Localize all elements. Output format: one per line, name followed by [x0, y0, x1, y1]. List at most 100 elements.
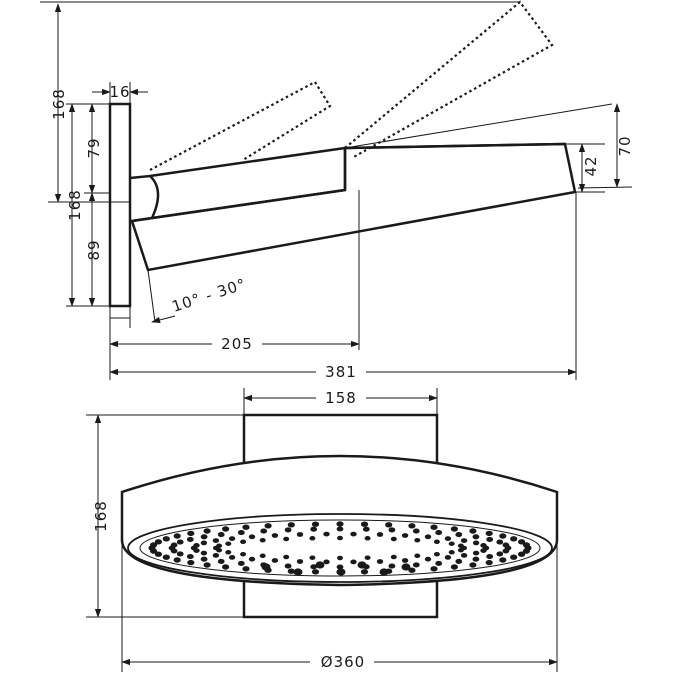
- nozzle: [360, 569, 369, 575]
- nozzle: [376, 532, 384, 537]
- nozzle: [187, 530, 195, 537]
- nozzle: [522, 542, 531, 548]
- nozzle: [337, 535, 343, 541]
- dim-upper-height: 79: [85, 137, 103, 158]
- center-jet: [357, 561, 367, 569]
- center-jet: [336, 568, 346, 576]
- nozzle: [480, 548, 487, 553]
- nozzle: [287, 522, 295, 528]
- dim-arm-reach: 205: [221, 335, 253, 353]
- dim-head-total: 70: [616, 135, 634, 156]
- nozzle: [225, 550, 232, 555]
- nozzle: [240, 539, 247, 545]
- nozzle: [173, 533, 181, 539]
- dim-head-diameter: Ø360: [321, 653, 365, 671]
- nozzle: [284, 563, 292, 569]
- dim-wall-plate-thickness: 16: [109, 83, 130, 101]
- nozzle: [311, 521, 320, 527]
- nozzle: [336, 564, 344, 570]
- nozzle: [259, 537, 266, 543]
- front-view: 158 168 Ø360: [86, 388, 559, 672]
- nozzle: [216, 543, 223, 549]
- dim-total-depth: 381: [325, 363, 357, 381]
- nozzle: [444, 536, 452, 541]
- nozzle: [496, 539, 504, 545]
- nozzle: [228, 555, 236, 560]
- nozzle: [460, 553, 468, 558]
- nozzle: [472, 550, 480, 556]
- nozzle: [435, 560, 443, 566]
- nozzle: [448, 550, 455, 555]
- nozzle: [362, 526, 370, 532]
- nozzle: [203, 562, 211, 568]
- nozzle: [486, 554, 494, 560]
- nozzle: [510, 554, 518, 560]
- nozzle: [455, 532, 463, 538]
- nozzle: [350, 559, 357, 565]
- center-jet: [379, 568, 389, 576]
- nozzle: [469, 562, 477, 568]
- nozzle: [385, 522, 393, 528]
- nozzle: [455, 558, 463, 564]
- nozzle: [408, 523, 416, 529]
- nozzle: [242, 524, 250, 530]
- nozzle: [460, 538, 468, 543]
- nozzle: [309, 555, 316, 560]
- nozzle: [412, 528, 420, 534]
- nozzle: [424, 534, 432, 540]
- nozzle: [162, 536, 170, 542]
- nozzle: [496, 551, 504, 557]
- nozzle: [433, 539, 440, 545]
- dim-head-height: 168: [92, 500, 110, 532]
- nozzle: [510, 536, 518, 542]
- nozzle: [187, 559, 195, 566]
- nozzle: [433, 551, 440, 557]
- nozzle: [485, 559, 493, 566]
- nozzle: [176, 551, 184, 557]
- nozzle: [444, 555, 452, 560]
- nozzle: [408, 567, 416, 573]
- nozzle: [222, 526, 230, 532]
- nozzle: [240, 551, 247, 557]
- nozzle: [323, 559, 330, 565]
- nozzle: [448, 541, 455, 546]
- nozzle: [388, 563, 396, 569]
- nozzle: [457, 543, 464, 549]
- nozzle: [186, 554, 194, 560]
- dim-total-height: 168: [50, 88, 68, 120]
- shower-arm: [129, 142, 577, 272]
- nozzle: [162, 554, 170, 560]
- shower-head-side: [130, 142, 577, 272]
- nozzle: [271, 533, 279, 538]
- nozzle: [200, 534, 208, 540]
- nozzle: [502, 548, 510, 554]
- nozzle: [499, 557, 507, 563]
- nozzle: [472, 534, 480, 540]
- nozzle: [364, 536, 371, 541]
- nozzle: [287, 568, 295, 574]
- nozzle: [264, 523, 272, 529]
- tilt-position-dotted: [149, 0, 554, 171]
- nozzle: [336, 521, 344, 527]
- nozzle: [401, 533, 409, 538]
- nozzle: [430, 566, 438, 572]
- nozzle: [170, 542, 178, 548]
- dim-tilt-angle: 10° - 30°: [170, 275, 249, 316]
- nozzle: [435, 530, 443, 536]
- nozzle: [424, 556, 432, 562]
- nozzle: [360, 521, 369, 527]
- nozzle: [450, 526, 458, 532]
- center-jet: [293, 568, 303, 576]
- nozzle: [414, 537, 421, 543]
- nozzle: [311, 569, 320, 575]
- side-view: 168 16 168 79 89 10° - 30° 205: [40, 0, 634, 381]
- nozzle: [401, 558, 409, 563]
- nozzle: [248, 534, 256, 540]
- center-jet: [315, 561, 325, 569]
- nozzle: [283, 536, 290, 542]
- nozzle: [502, 542, 510, 548]
- nozzle: [480, 543, 487, 548]
- nozzle: [518, 551, 526, 557]
- nozzle: [200, 550, 208, 556]
- spray-nozzles: [148, 521, 532, 576]
